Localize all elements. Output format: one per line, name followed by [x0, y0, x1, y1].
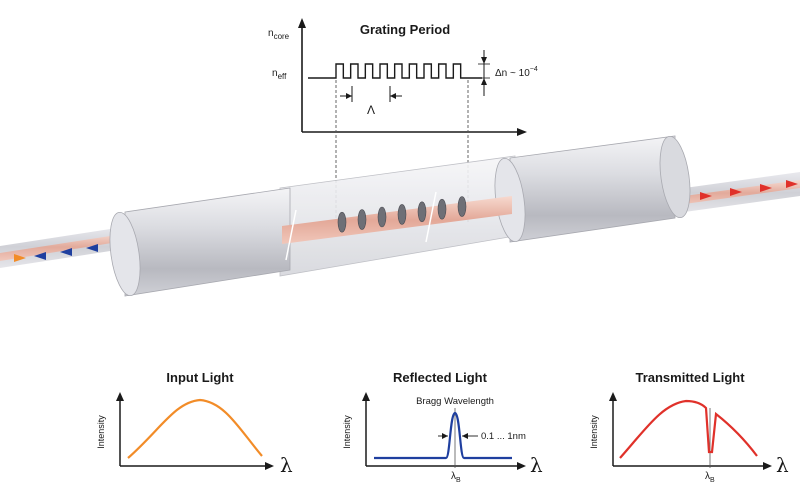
grating-mark [417, 201, 427, 223]
neff-label: neff [272, 68, 287, 81]
reflected-y-arrowhead [362, 392, 370, 401]
grating-y-arrowhead [298, 18, 306, 28]
reflected-arrow [86, 244, 98, 252]
reflected-xlabel: λ [530, 453, 543, 477]
input-x-arrowhead [265, 462, 274, 470]
grating-x-arrowhead [517, 128, 527, 136]
bragg-wavelength-label: Bragg Wavelength [416, 396, 494, 407]
grating-mark [377, 206, 387, 228]
joint-line-right [425, 191, 437, 243]
bragg-grating-marks [337, 196, 467, 233]
input-y-arrowhead [116, 392, 124, 401]
delta-n-arrow-bottom [481, 78, 487, 85]
reflected-x-arrowhead [517, 462, 526, 470]
grating-mark [337, 211, 347, 233]
grating-mark [457, 196, 467, 217]
joint-line-left [285, 209, 297, 261]
grating-title: Grating Period [360, 22, 450, 37]
bandwidth-label: 0.1 ... 1nm [481, 431, 526, 442]
grating-period-graph: Grating Period ncore neff Λ Δn ~ 10−4 [268, 18, 538, 222]
transmitted-y-arrowhead [609, 392, 617, 401]
delta-n-arrow-top [481, 57, 487, 64]
transmitted-arrow [730, 188, 742, 196]
transmitted-arrow [700, 192, 712, 200]
input-spectrum-curve [127, 398, 263, 459]
refractive-index-profile [308, 63, 482, 79]
reflected-title: Reflected Light [393, 370, 488, 385]
delta-n-label: Δn ~ 10−4 [495, 66, 538, 79]
transmitted-title: Transmitted Light [635, 370, 745, 385]
period-arrowhead-right [390, 93, 396, 99]
reflected-arrow [34, 252, 46, 260]
transmitted-lambda-b: λB [705, 471, 715, 484]
transmitted-light-panel: Transmitted Light Intensity λ λB [589, 370, 789, 484]
reflected-spectrum-curve [374, 411, 512, 460]
input-ylabel: Intensity [96, 415, 106, 449]
reflected-ylabel: Intensity [342, 415, 352, 449]
period-symbol: Λ [367, 103, 375, 117]
input-arrow [14, 254, 26, 262]
input-light-panel: Input Light Intensity λ [96, 370, 293, 477]
period-arrowhead-left [346, 93, 352, 99]
input-title: Input Light [166, 370, 234, 385]
reflected-light-arrows [34, 244, 98, 260]
transmitted-spectrum-curve [619, 399, 758, 459]
transmitted-light-arrows [700, 180, 798, 200]
transmitted-xlabel: λ [776, 453, 789, 477]
fiber-assembly [0, 135, 800, 297]
reflected-lambda-b: λB [451, 471, 461, 484]
ncore-label: ncore [268, 28, 290, 41]
grating-mark [397, 204, 407, 225]
right-sleeve [494, 135, 691, 243]
left-sleeve [109, 187, 291, 297]
grating-fiber-core [282, 196, 512, 244]
reflected-arrow [60, 248, 72, 256]
input-light-arrows [14, 254, 26, 262]
transmitted-x-arrowhead [763, 462, 772, 470]
input-xlabel: λ [280, 453, 293, 477]
grating-mark [437, 198, 447, 220]
grating-mark [357, 209, 367, 230]
bandwidth-arrowhead-left [442, 433, 448, 439]
transmitted-arrow [760, 184, 772, 192]
reflected-light-panel: Reflected Light Bragg Wavelength Intensi… [342, 370, 543, 484]
input-fiber-core [0, 233, 130, 261]
bandwidth-arrowhead-right [462, 433, 468, 439]
transmitted-arrow [786, 180, 798, 188]
transmitted-ylabel: Intensity [589, 415, 599, 449]
